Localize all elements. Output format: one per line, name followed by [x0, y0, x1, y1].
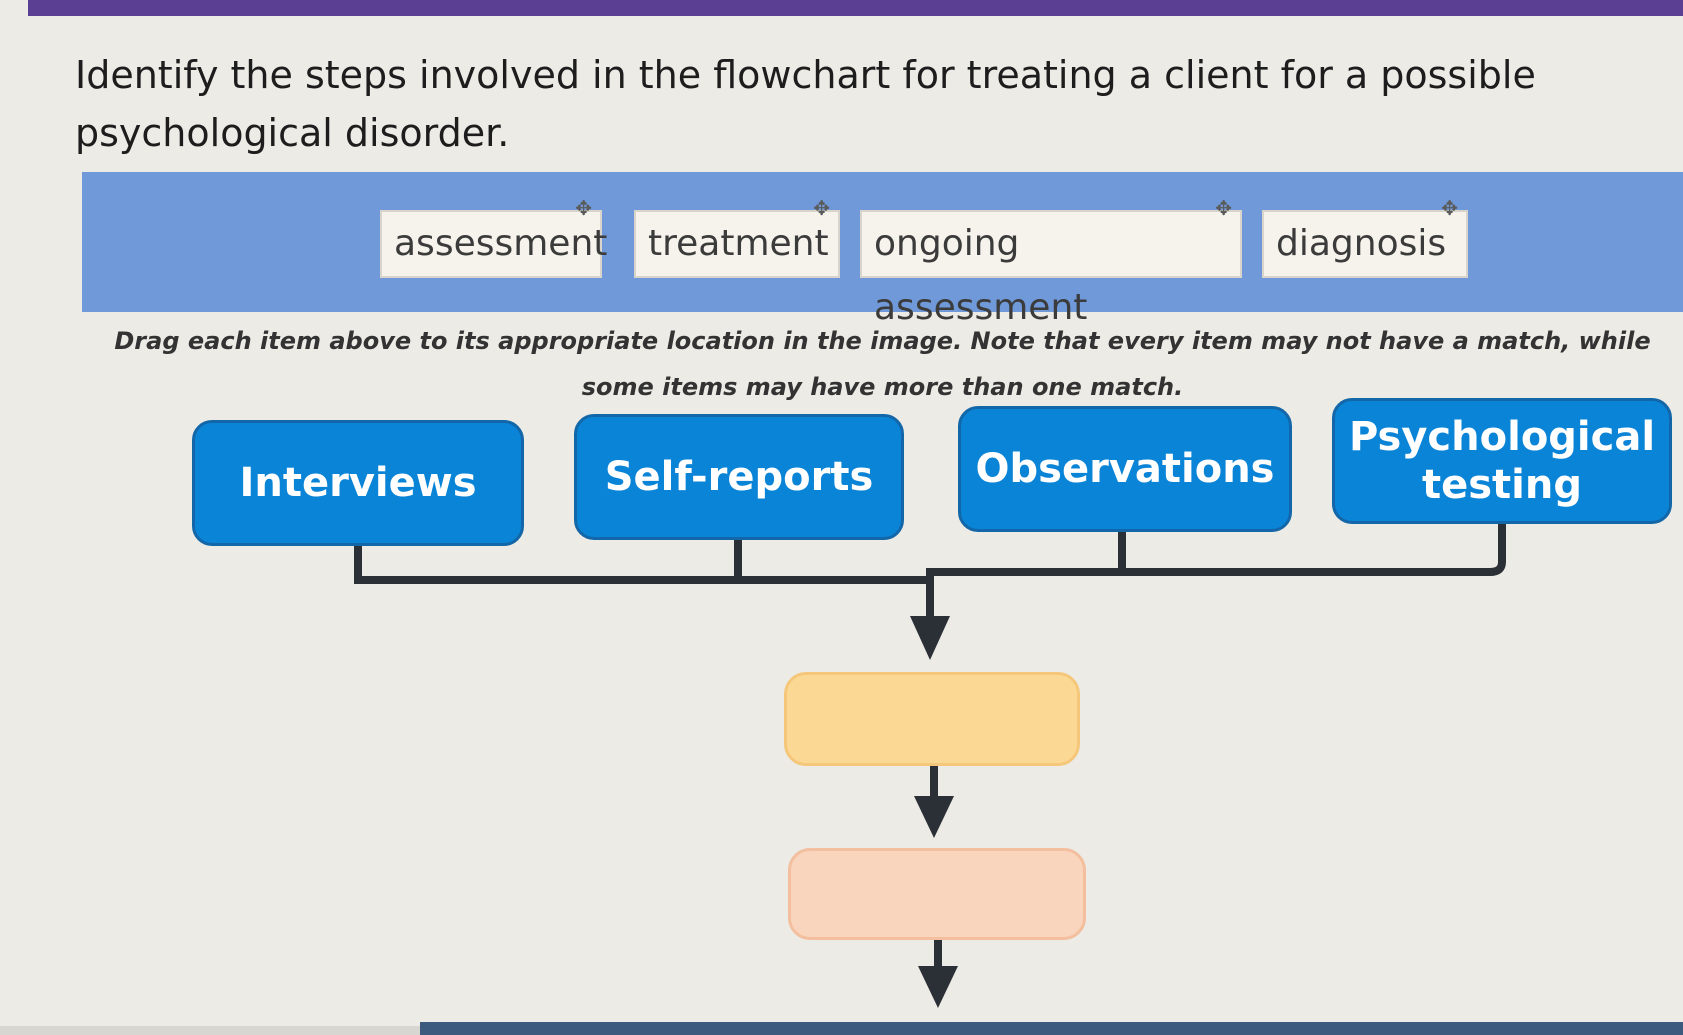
drag-item-ongoing-assessment[interactable]: ongoing assessment ✥: [860, 198, 1242, 328]
taskbar: [420, 1022, 1683, 1035]
method-label: Psychological testing: [1348, 414, 1656, 508]
connector-line-interviews: [354, 544, 934, 584]
arrow-down-icon: [918, 966, 958, 1008]
drag-item-label: ongoing assessment: [874, 223, 1088, 328]
method-label: Self-reports: [604, 454, 874, 500]
drag-item-label: diagnosis: [1276, 223, 1447, 264]
move-icon: ✥: [1215, 196, 1232, 220]
arrow-down-icon: [910, 616, 950, 660]
arrow-down-icon: [914, 796, 954, 838]
drag-item-label: assessment: [394, 223, 608, 264]
move-icon: ✥: [813, 196, 830, 220]
header-band: [28, 0, 1683, 16]
method-label: Interviews: [239, 460, 477, 506]
method-label: Observations: [975, 446, 1275, 492]
move-icon: ✥: [1441, 196, 1458, 220]
drag-item-treatment[interactable]: treatment ✥: [634, 198, 840, 278]
drop-target-step-2[interactable]: [788, 848, 1086, 940]
drag-item-assessment[interactable]: assessment ✥: [380, 198, 607, 278]
instructions-text: Drag each item above to its appropriate …: [114, 327, 1651, 401]
move-icon: ✥: [575, 196, 592, 220]
connector-line-psych-testing: [926, 522, 1506, 576]
method-box-interviews: Interviews: [192, 420, 524, 546]
drag-item-label: treatment: [648, 223, 829, 264]
method-box-psychological-testing: Psychological testing: [1332, 398, 1672, 524]
method-box-observations: Observations: [958, 406, 1292, 532]
taskbar-left: [0, 1026, 420, 1035]
drag-item-bank: assessment ✥ treatment ✥ ongoing assessm…: [82, 172, 1683, 328]
drop-target-step-1[interactable]: [784, 672, 1080, 766]
question-text: Identify the steps involved in the flowc…: [75, 53, 1536, 155]
method-box-self-reports: Self-reports: [574, 414, 904, 540]
drag-item-diagnosis[interactable]: diagnosis ✥: [1262, 198, 1468, 278]
